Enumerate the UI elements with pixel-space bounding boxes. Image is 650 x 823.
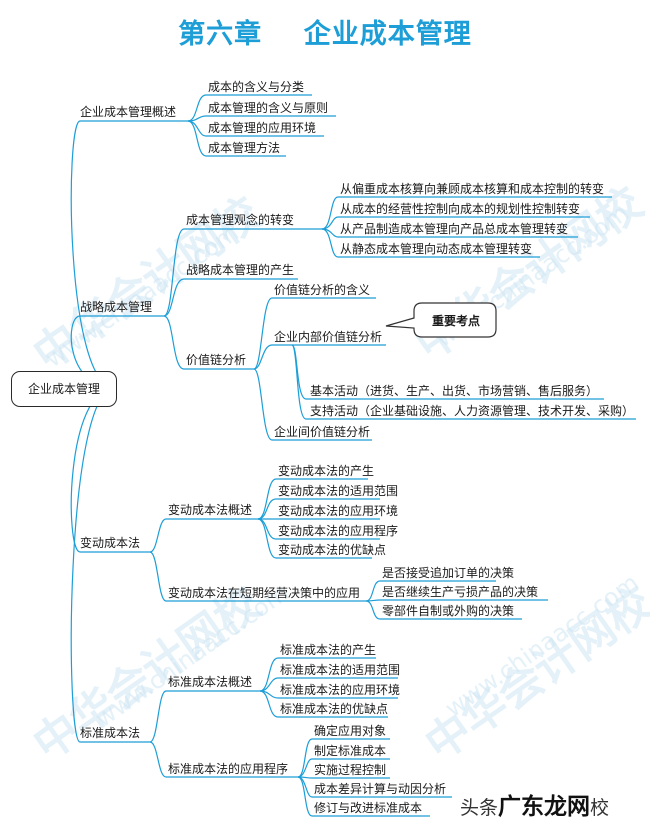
footer-suffix: 校 xyxy=(590,797,610,819)
strategic-concept: 成本管理观念的转变 xyxy=(186,213,295,227)
standard-overview: 标准成本法概述 xyxy=(168,675,253,689)
decision-item: 是否继续生产亏损产品的决策 xyxy=(382,585,539,599)
branch-strategic: 战略成本管理 xyxy=(80,300,153,314)
procedure-item: 修订与改进标准成本 xyxy=(314,801,423,815)
variable-overview-item: 变动成本法的应用程序 xyxy=(278,524,399,538)
branch-overview: 企业成本管理概述 xyxy=(80,105,177,119)
basic-activities: 基本活动（进货、生产、出货、市场营销、售后服务） xyxy=(310,384,599,398)
variable-decisions: 变动成本法在短期经营决策中的应用 xyxy=(168,586,361,600)
concept-item: 从成本的经营性控制向成本的规划性控制转变 xyxy=(340,202,581,216)
internal-value-chain: 企业内部价值链分析 xyxy=(274,330,383,344)
concept-item: 从静态成本管理向动态成本管理转变 xyxy=(340,242,533,256)
standard-overview-item: 标准成本法的适用范围 xyxy=(280,663,401,677)
overview-item: 成本管理的应用环境 xyxy=(208,121,317,135)
branch-variable: 变动成本法 xyxy=(80,536,141,550)
variable-overview-item: 变动成本法的优缺点 xyxy=(278,543,387,557)
overview-item: 成本管理方法 xyxy=(208,141,281,155)
footer-brand: 广东龙网 xyxy=(498,794,591,820)
standard-overview-item: 标准成本法的产生 xyxy=(280,643,377,657)
footer-prefix: 头条 xyxy=(460,797,499,819)
procedure-item: 实施过程控制 xyxy=(314,763,387,777)
inter-value-chain: 企业间价值链分析 xyxy=(274,425,371,439)
decision-item: 是否接受追加订单的决策 xyxy=(382,566,515,580)
variable-overview-item: 变动成本法的产生 xyxy=(278,464,375,478)
standard-procedure: 标准成本法的应用程序 xyxy=(168,762,289,776)
procedure-item: 确定应用对象 xyxy=(314,724,387,738)
page-title: 第六章 企业成本管理 xyxy=(178,19,472,50)
concept-item: 从偏重成本核算向兼顾成本核算和成本控制的转变 xyxy=(340,182,605,196)
callout-label: 重要考点 xyxy=(431,314,480,328)
strategic-emergence: 战略成本管理的产生 xyxy=(186,263,295,277)
footer-watermark: 头条广东龙网校 xyxy=(460,787,609,821)
standard-overview-item: 标准成本法的应用环境 xyxy=(280,683,401,697)
procedure-item: 成本差异计算与动因分析 xyxy=(314,782,447,796)
root-node: 企业成本管理 xyxy=(11,371,117,407)
branch-standard: 标准成本法 xyxy=(80,726,141,740)
variable-overview-item: 变动成本法的应用环境 xyxy=(278,504,399,518)
standard-overview-item: 标准成本法的优缺点 xyxy=(280,702,389,716)
value-chain-meaning: 价值链分析的含义 xyxy=(274,283,371,297)
variable-overview: 变动成本法概述 xyxy=(168,503,253,517)
value-chain-analysis: 价值链分析 xyxy=(186,353,247,367)
variable-overview-item: 变动成本法的适用范围 xyxy=(278,484,399,498)
overview-item: 成本的含义与分类 xyxy=(208,80,305,94)
support-activities: 支持活动（企业基础设施、人力资源管理、技术开发、采购） xyxy=(310,404,635,418)
callout-bubble xyxy=(385,302,497,338)
overview-item: 成本管理的含义与原则 xyxy=(208,101,329,115)
decision-item: 零部件自制或外购的决策 xyxy=(382,604,515,618)
procedure-item: 制定标准成本 xyxy=(314,744,387,758)
concept-item: 从产品制造成本管理向产品总成本管理转变 xyxy=(340,222,569,236)
